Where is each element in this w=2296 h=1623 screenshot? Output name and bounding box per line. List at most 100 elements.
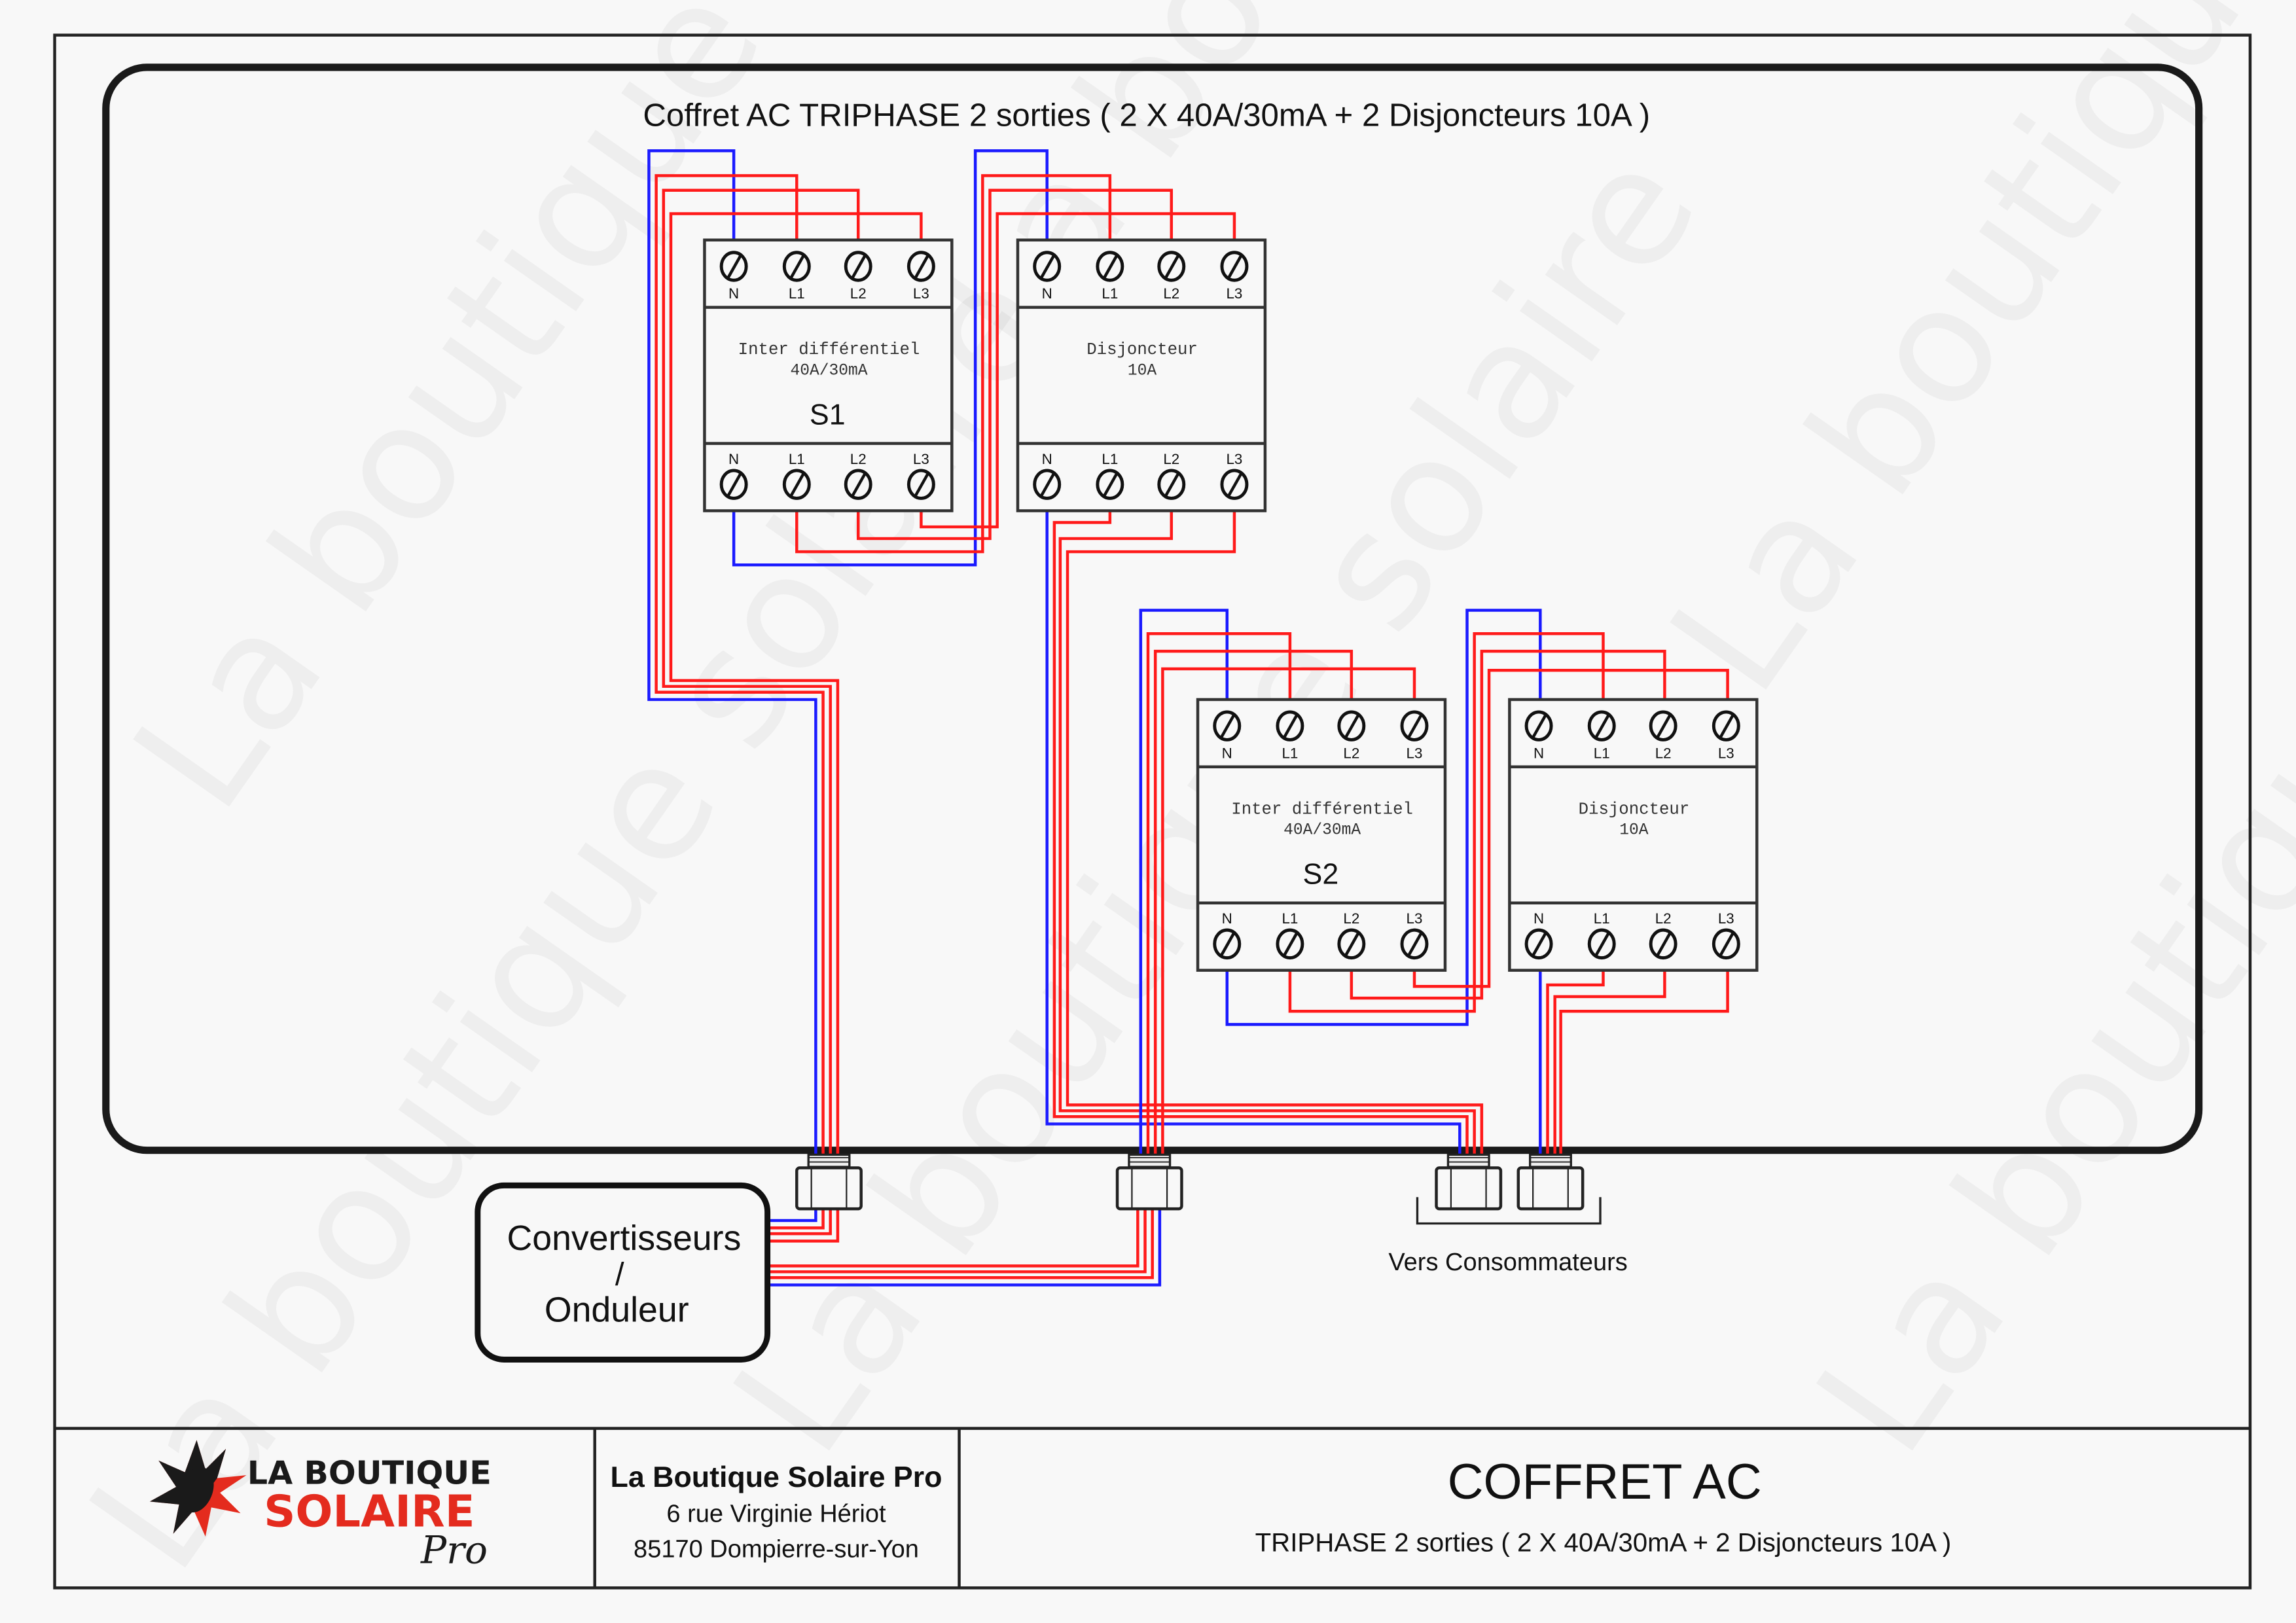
svg-text:/: / bbox=[615, 1256, 624, 1292]
phase-wire bbox=[1559, 970, 1729, 1164]
neutral-wire bbox=[1139, 609, 1229, 1164]
terminal-label-bottom: N bbox=[1042, 451, 1052, 467]
phase-wire bbox=[1146, 632, 1292, 1164]
terminal-label-bottom: L3 bbox=[913, 451, 929, 467]
terminal-screw-icon bbox=[782, 469, 811, 500]
terminal-screw-icon bbox=[1587, 710, 1616, 741]
terminal-label-top: L1 bbox=[1594, 745, 1610, 761]
sun-icon bbox=[149, 1440, 247, 1537]
terminal-screw-icon bbox=[1337, 710, 1366, 741]
phase-wire bbox=[1553, 970, 1666, 1164]
phase-wire bbox=[655, 174, 825, 1164]
svg-text:LA BOUTIQUE: LA BOUTIQUE bbox=[247, 1454, 492, 1492]
brand-logo: LA BOUTIQUE SOLAIRE Pro bbox=[149, 1440, 492, 1572]
module-rating: 10A bbox=[1128, 362, 1157, 380]
terminal-label-top: L3 bbox=[1407, 745, 1423, 761]
terminal-label-top: L1 bbox=[1282, 745, 1298, 761]
svg-text:Convertisseurs: Convertisseurs bbox=[507, 1219, 742, 1258]
terminal-screw-icon bbox=[1524, 928, 1553, 960]
terminal-label-top: L2 bbox=[1343, 745, 1359, 761]
cable-gland-icon bbox=[1516, 1153, 1585, 1211]
terminal-screw-icon bbox=[782, 251, 811, 282]
phase-wire bbox=[768, 1209, 825, 1230]
outputs-bracket bbox=[1416, 1197, 1602, 1225]
phase-wire bbox=[768, 1209, 1147, 1274]
terminal-screw-icon bbox=[1524, 710, 1553, 741]
module-tag: S1 bbox=[810, 399, 846, 431]
terminal-label-top: L3 bbox=[1718, 745, 1734, 761]
terminal-label-top: L1 bbox=[1102, 285, 1118, 302]
cable-gland-icon bbox=[795, 1153, 863, 1211]
neutral-wire bbox=[768, 1209, 817, 1222]
terminal-screw-icon bbox=[719, 469, 748, 500]
phase-wire bbox=[1288, 632, 1605, 1013]
terminal-screw-icon bbox=[1096, 469, 1124, 500]
terminal-screw-icon bbox=[1587, 928, 1616, 960]
terminal-label-bottom: L1 bbox=[1282, 910, 1298, 927]
phase-wire bbox=[768, 1209, 832, 1236]
module-type: Disjoncteur bbox=[1579, 800, 1690, 819]
terminal-screw-icon bbox=[1157, 469, 1186, 500]
phase-wire bbox=[768, 1209, 1154, 1279]
terminal-screw-icon bbox=[1337, 928, 1366, 960]
terminal-screw-icon bbox=[1213, 928, 1242, 960]
module-type: Inter différentiel bbox=[738, 340, 920, 359]
diagram-title: Coffret AC TRIPHASE 2 sorties ( 2 X 40A/… bbox=[643, 97, 1650, 133]
phase-wire bbox=[1161, 667, 1416, 1164]
terminal-label-top: N bbox=[728, 285, 739, 302]
terminal-label-bottom: L2 bbox=[850, 451, 867, 467]
terminal-label-bottom: N bbox=[1534, 910, 1544, 927]
terminal-label-top: N bbox=[1042, 285, 1052, 302]
phase-wire bbox=[795, 174, 1112, 554]
module-type: Inter différentiel bbox=[1231, 800, 1413, 819]
terminal-screw-icon bbox=[719, 251, 748, 282]
terminal-label-bottom: L2 bbox=[1163, 451, 1179, 467]
terminal-label-bottom: N bbox=[1222, 910, 1232, 927]
cable-gland-icon bbox=[1435, 1153, 1503, 1211]
phase-wire bbox=[1412, 668, 1729, 988]
neutral-wire bbox=[732, 149, 1049, 567]
module-tag: S2 bbox=[1303, 859, 1339, 891]
company-name: La Boutique Solaire Pro bbox=[611, 1461, 942, 1493]
terminal-screw-icon bbox=[1712, 928, 1740, 960]
terminal-screw-icon bbox=[1213, 710, 1242, 741]
terminal-screw-icon bbox=[844, 251, 872, 282]
terminal-screw-icon bbox=[1220, 469, 1249, 500]
terminal-label-bottom: L2 bbox=[1343, 910, 1359, 927]
terminal-label-top: N bbox=[1534, 745, 1544, 761]
outputs-label: Vers Consommateurs bbox=[1388, 1249, 1627, 1276]
document-subtitle: TRIPHASE 2 sorties ( 2 X 40A/30mA + 2 Di… bbox=[1255, 1527, 1952, 1557]
terminal-screw-icon bbox=[906, 469, 935, 500]
terminal-screw-icon bbox=[1649, 928, 1677, 960]
terminal-label-bottom: L1 bbox=[789, 451, 805, 467]
phase-wire bbox=[856, 188, 1174, 541]
phase-wire bbox=[1052, 510, 1469, 1164]
phase-wire bbox=[669, 212, 923, 1164]
neutral-wire bbox=[768, 1209, 1162, 1287]
phase-wire bbox=[768, 1209, 1139, 1268]
terminal-label-top: N bbox=[1222, 745, 1232, 761]
terminal-label-bottom: L2 bbox=[1655, 910, 1672, 927]
terminal-label-top: L1 bbox=[789, 285, 805, 302]
terminal-label-top: L2 bbox=[850, 285, 867, 302]
terminal-screw-icon bbox=[1276, 710, 1304, 741]
neutral-wire bbox=[647, 149, 817, 1164]
neutral-wire bbox=[1045, 510, 1462, 1164]
terminal-screw-icon bbox=[1649, 710, 1677, 741]
terminal-screw-icon bbox=[1220, 251, 1249, 282]
svg-text:Onduleur: Onduleur bbox=[545, 1290, 689, 1329]
phase-wire bbox=[1058, 510, 1476, 1164]
inverter-box: Convertisseurs / Onduleur bbox=[475, 1182, 771, 1363]
sheet-border bbox=[53, 33, 2252, 1590]
phase-wire bbox=[1546, 970, 1605, 1164]
terminal-screw-icon bbox=[1400, 710, 1429, 741]
neutral-wire bbox=[1225, 609, 1542, 1026]
terminal-label-bottom: N bbox=[728, 451, 739, 467]
terminal-screw-icon bbox=[1033, 251, 1062, 282]
phase-wire bbox=[768, 1209, 840, 1243]
terminal-screw-icon bbox=[1096, 251, 1124, 282]
